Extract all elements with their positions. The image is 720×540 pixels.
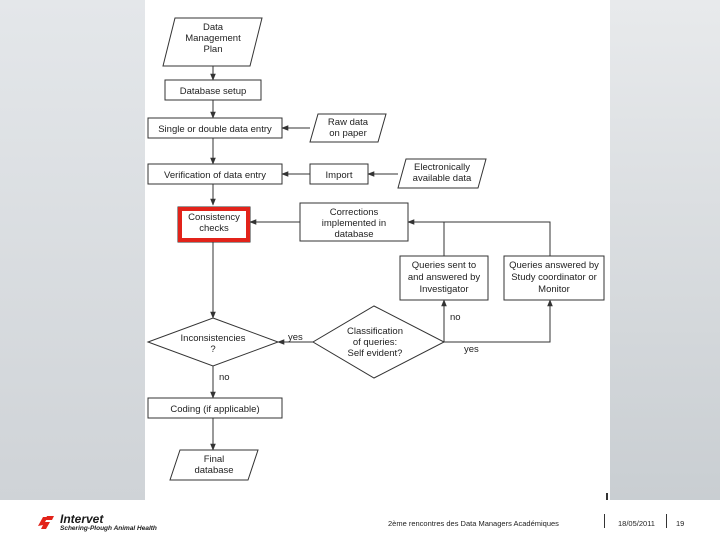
svg-text:Verification of data entry: Verification of data entry (164, 170, 266, 181)
footer-page-number: 19 (676, 519, 685, 528)
edge-label-no-down: no (219, 372, 230, 383)
logo-subtitle: Schering-Plough Animal Health (60, 525, 157, 532)
node-import: Import (309, 163, 369, 185)
svg-text:Coding (if applicable): Coding (if applicable) (170, 404, 259, 415)
node-inconsistencies: Inconsistencies? (146, 317, 280, 367)
edge-study-to-corrections (407, 219, 551, 256)
slide-footer (0, 500, 720, 540)
node-database-setup: Database setup (164, 79, 262, 101)
footer-date: 18/05/2011 (618, 519, 655, 528)
footer-separator (604, 514, 605, 528)
intervet-logo-icon (38, 516, 54, 529)
panel-tick (606, 493, 608, 500)
svg-text:Database setup: Database setup (180, 86, 247, 97)
edge-label-no-up: no (450, 312, 461, 323)
node-verification: Verification of data entry (147, 163, 283, 185)
edge-label-yes-left: yes (288, 332, 303, 343)
slide-background-left (0, 0, 145, 500)
edge-label-yes-right: yes (464, 344, 479, 355)
node-coding: Coding (if applicable) (147, 397, 283, 419)
footer-separator (666, 514, 667, 528)
edge-classification-to-study (444, 299, 553, 343)
svg-text:Inconsistencies?: Inconsistencies? (181, 333, 246, 355)
highlight-box (178, 207, 250, 242)
svg-text:Import: Import (326, 170, 353, 181)
edges (210, 66, 553, 451)
logo-title: Intervet (60, 512, 104, 526)
svg-text:Single or double data entry: Single or double data entry (158, 124, 272, 135)
node-data-entry: Single or double data entry (147, 117, 283, 139)
footer-event-title: 2ème rencontres des Data Managers Académ… (388, 519, 559, 528)
slide-background-right (610, 0, 720, 500)
